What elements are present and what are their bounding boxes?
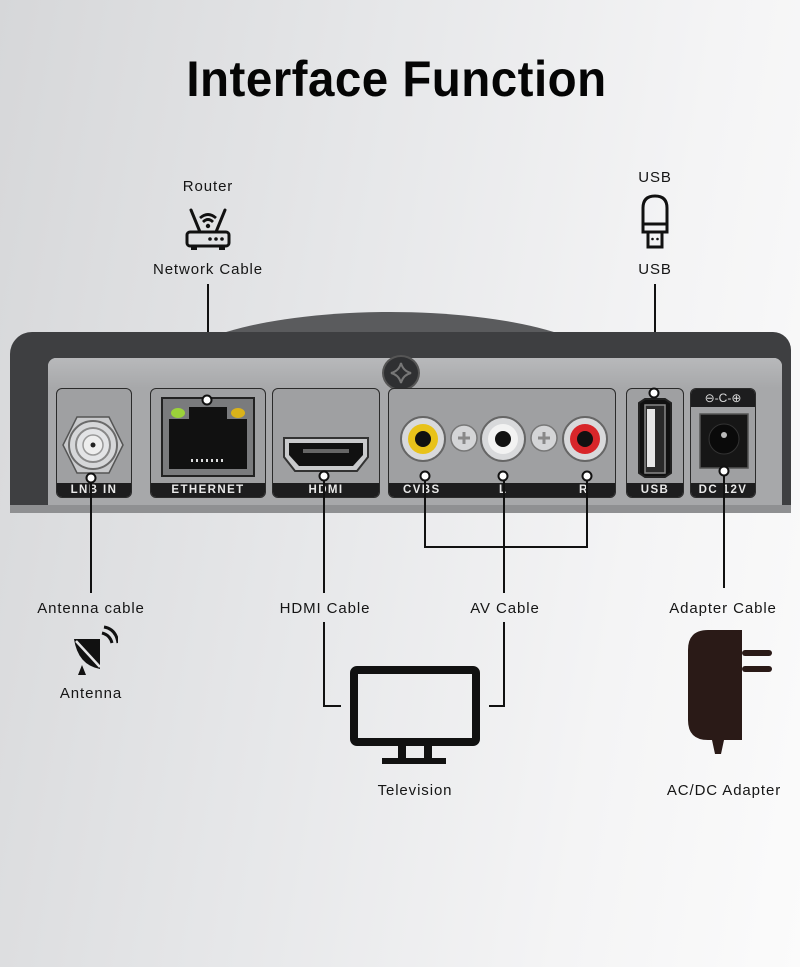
usb-connector-dot: [648, 387, 660, 399]
coaxial-f-connector-icon: [62, 416, 124, 474]
av-bracket-line: [424, 546, 588, 548]
rca-white-icon[interactable]: [479, 415, 527, 463]
port-label-l: L: [499, 483, 507, 497]
television-icon: [350, 666, 480, 764]
satellite-dish-icon: [74, 625, 118, 675]
port-group-av: CVBS L R: [388, 388, 616, 498]
port-label-r: R: [579, 484, 589, 496]
port-label-cvbs: CVBS: [403, 484, 441, 496]
antenna-label: Antenna: [59, 685, 123, 702]
screw-icon: [382, 355, 420, 391]
port-hdmi[interactable]: HDMI: [272, 388, 380, 498]
network-cable-label: Network Cable: [152, 261, 264, 278]
adapter-cable-line: [723, 475, 725, 588]
dc-barrel-jack-icon: [699, 413, 749, 469]
screw-icon: [530, 424, 558, 452]
usb-icon-label: USB: [638, 169, 672, 186]
led-yellow: [231, 408, 245, 418]
port-label: ETHERNET: [151, 483, 265, 497]
usb-stick-icon: [641, 194, 669, 249]
hdmi-port-icon: [283, 437, 369, 472]
television-label: Television: [377, 782, 453, 799]
hdmi-cable-line: [323, 480, 325, 593]
port-label: HDMI: [273, 483, 379, 497]
adapter-cable-label: Adapter Cable: [669, 600, 777, 617]
usb-a-port-icon: [638, 398, 672, 478]
antenna-cable-line: [90, 482, 92, 593]
port-usb[interactable]: USB: [626, 388, 684, 498]
polarity-symbol: ⊖-C-⊕: [691, 389, 755, 407]
ethernet-connector-dot: [201, 394, 213, 406]
av-cable-line: [503, 480, 505, 593]
port-label: LNB IN: [57, 483, 131, 497]
av-cable-label: AV Cable: [470, 600, 540, 617]
router-label: Router: [182, 178, 234, 195]
rca-red-icon[interactable]: [561, 415, 609, 463]
adapter-label: AC/DC Adapter: [666, 782, 782, 799]
port-ethernet[interactable]: ETHERNET: [150, 388, 266, 498]
router-icon: [185, 208, 231, 250]
page-title: Interface Function: [186, 51, 607, 107]
antenna-cable-label: Antenna cable: [37, 600, 145, 617]
usb-cable-label: USB: [638, 261, 672, 278]
ac-dc-adapter-icon: [688, 630, 772, 754]
hdmi-cable-label: HDMI Cable: [279, 600, 371, 617]
screw-icon: [450, 424, 478, 452]
rj45-port-icon: [161, 397, 255, 477]
led-green: [171, 408, 185, 418]
rca-yellow-icon[interactable]: [399, 415, 447, 463]
port-label: USB: [627, 483, 683, 497]
